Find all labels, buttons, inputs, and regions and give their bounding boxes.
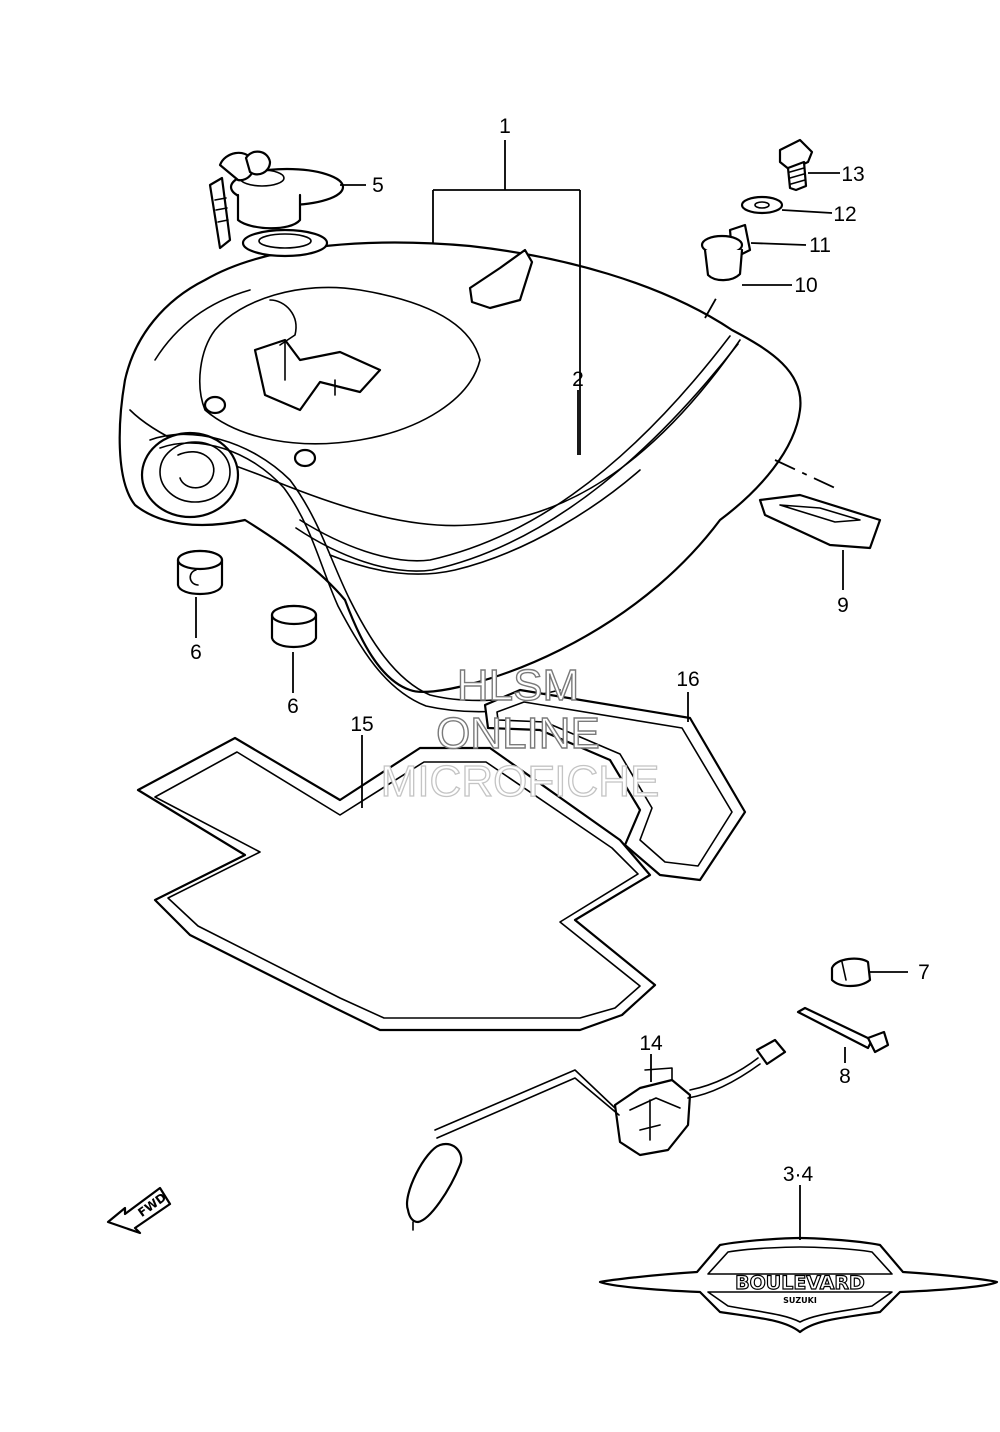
clamp-7 bbox=[830, 957, 872, 988]
callout-5: 5 bbox=[372, 174, 384, 197]
bolt-13 bbox=[778, 138, 814, 192]
callout-7: 7 bbox=[918, 961, 930, 984]
callout-10: 10 bbox=[794, 274, 817, 297]
rubber-plug-b bbox=[270, 604, 318, 649]
mount-rubber-9 bbox=[758, 459, 882, 550]
fuel-tank bbox=[118, 228, 802, 713]
callout-16: 16 bbox=[676, 668, 699, 691]
callout-6b: 6 bbox=[287, 695, 299, 718]
callout-6a: 6 bbox=[190, 641, 202, 664]
callout-11: 11 bbox=[809, 234, 831, 257]
emblem-sub-text: SUZUKI bbox=[783, 1296, 817, 1305]
watermark-line-2: ONLINE bbox=[436, 709, 600, 758]
callout-14: 14 bbox=[639, 1032, 663, 1055]
callout-2: 2 bbox=[572, 368, 584, 391]
callout-8: 8 bbox=[839, 1065, 851, 1088]
callout-12: 12 bbox=[833, 203, 856, 226]
washer-12 bbox=[740, 195, 784, 215]
watermark-line-3: MICROFICHE bbox=[381, 757, 660, 806]
arrow-forward-icon: FWD bbox=[106, 1186, 172, 1235]
callout-labels: 1 2 3·4 5 6 6 7 8 9 10 11 12 13 14 15 16 bbox=[190, 115, 930, 1186]
cushion-10 bbox=[700, 234, 744, 282]
boulevard-emblem-3-4: BOULEVARD SUZUKI bbox=[598, 1236, 999, 1334]
callout-9: 9 bbox=[837, 594, 849, 617]
tank-pad-15 bbox=[136, 736, 657, 1032]
leader-lines bbox=[195, 140, 908, 1240]
cable-tie-8 bbox=[796, 1006, 890, 1054]
tank-pad-16 bbox=[483, 688, 747, 882]
callout-13: 13 bbox=[841, 163, 864, 186]
rubber-plug-a bbox=[176, 549, 224, 595]
watermark-line-1: HLSM bbox=[457, 661, 579, 710]
callout-1: 1 bbox=[499, 115, 511, 138]
fuel-level-sender-14 bbox=[405, 1038, 787, 1231]
watermark: HLSM ONLINE MICROFICHE bbox=[380, 660, 660, 806]
callout-15: 15 bbox=[350, 713, 373, 736]
emblem-main-text: BOULEVARD bbox=[735, 1272, 865, 1294]
callout-3-4: 3·4 bbox=[783, 1163, 814, 1186]
fuel-cap-with-keys bbox=[208, 150, 345, 250]
